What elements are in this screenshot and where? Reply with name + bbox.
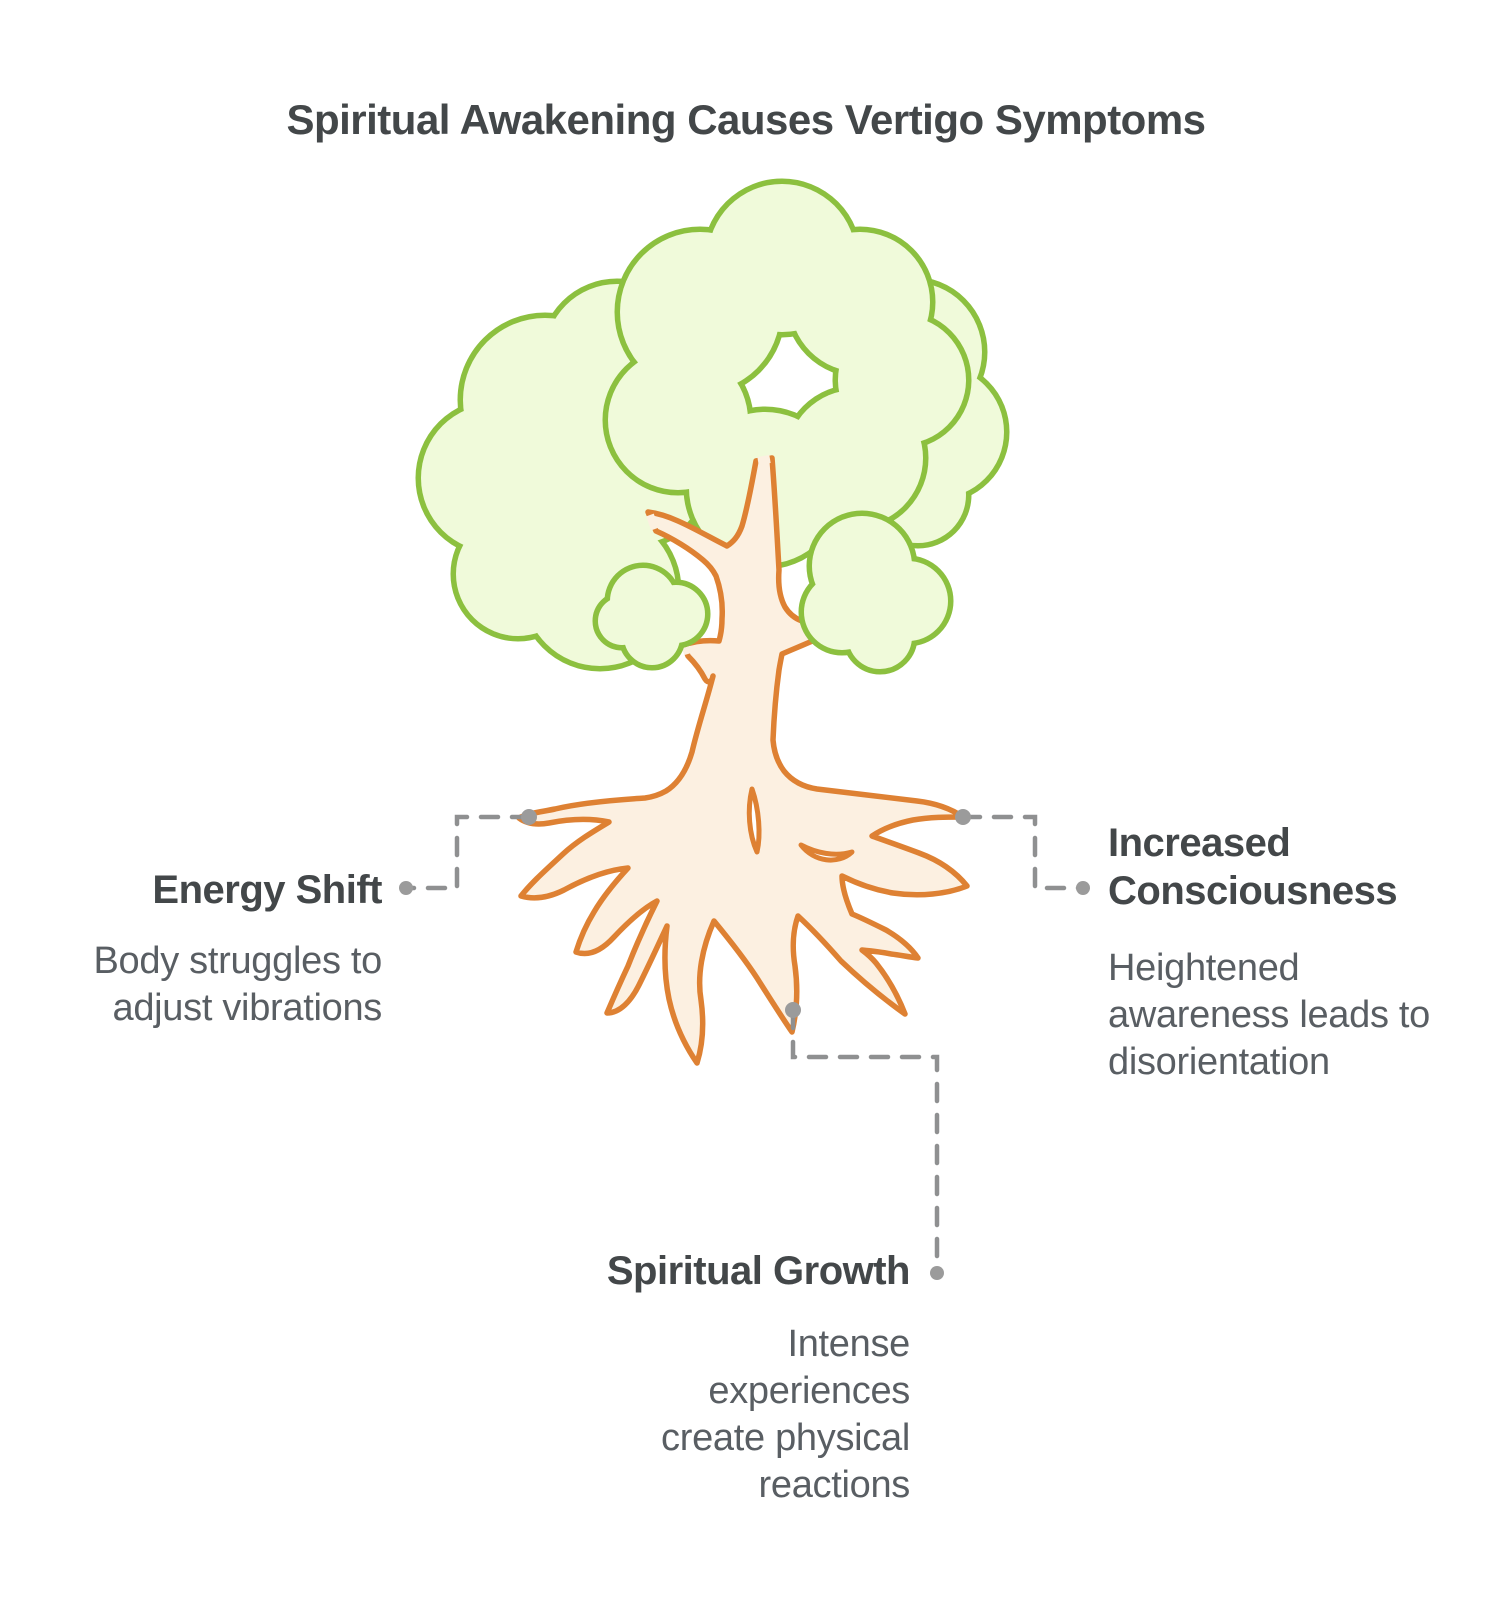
connector-energy-shift — [406, 814, 532, 891]
anchor-dot-increased-consciousness — [955, 809, 971, 825]
root-gap-sliver — [746, 786, 762, 855]
connector-spiritual-growth — [790, 1008, 940, 1272]
label-dot-spiritual-growth — [930, 1266, 944, 1280]
root-gap-sliver — [798, 842, 855, 863]
anchor-dot-energy-shift — [521, 809, 537, 825]
canopy-cloud-top — [602, 178, 972, 570]
diagram-title: Spiritual Awakening Causes Vertigo Sympt… — [286, 96, 1206, 143]
canopy-cloud-small-left — [592, 562, 711, 671]
spiritual-growth-heading: Spiritual Growth — [606, 1249, 911, 1293]
label-increased-consciousness: Increased Consciousness Heightened aware… — [1108, 819, 1438, 1086]
increased-consciousness-description: Heightened awareness leads to disorienta… — [1108, 947, 1431, 1083]
increased-consciousness-heading: Increased Consciousness — [1108, 821, 1398, 913]
anchor-dot-spiritual-growth — [785, 1002, 801, 1018]
energy-shift-description: Body struggles to adjust vibrations — [93, 940, 382, 1029]
label-spiritual-growth: Spiritual Growth Intense experiences cre… — [600, 1247, 911, 1509]
spiritual-growth-description: Intense experiences create physical reac… — [661, 1323, 910, 1506]
label-dot-energy-shift — [399, 881, 413, 895]
label-energy-shift: Energy Shift Body struggles to adjust vi… — [40, 866, 382, 1032]
label-dot-increased-consciousness — [1076, 881, 1090, 895]
energy-shift-heading: Energy Shift — [152, 868, 382, 912]
connector-increased-consciousness — [960, 814, 1084, 891]
canopy-cloud-lower-right — [798, 510, 954, 675]
canopy-cloud-left — [415, 278, 715, 672]
